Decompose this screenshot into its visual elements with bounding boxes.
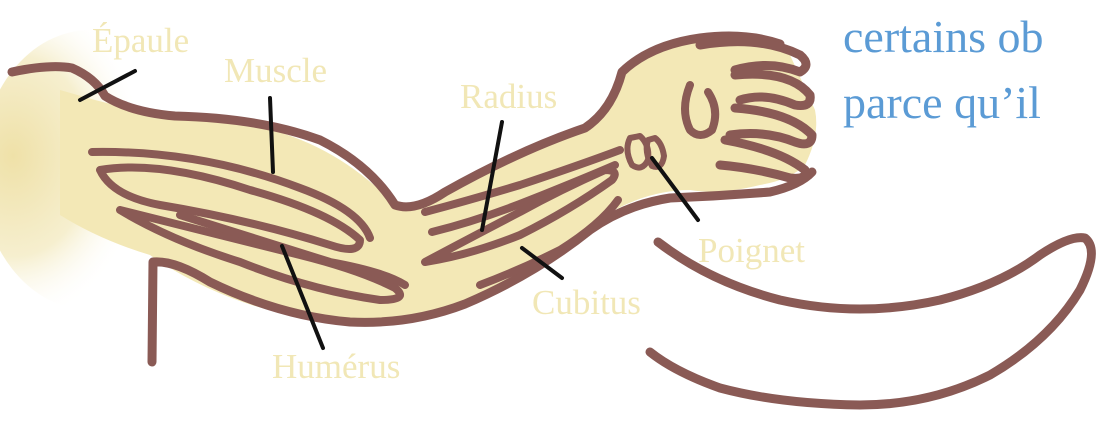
side-text-line-2: parce qu’il xyxy=(843,77,1041,128)
label-humerus: Humérus xyxy=(272,347,400,386)
label-muscle: Muscle xyxy=(224,51,327,90)
side-text-line-1: certains ob xyxy=(843,11,1044,62)
label-radius: Radius xyxy=(460,77,557,116)
label-cubitus: Cubitus xyxy=(532,283,641,322)
label-epaule: Épaule xyxy=(92,21,189,60)
label-poignet: Poignet xyxy=(698,231,805,270)
arm-silhouette xyxy=(60,34,816,320)
